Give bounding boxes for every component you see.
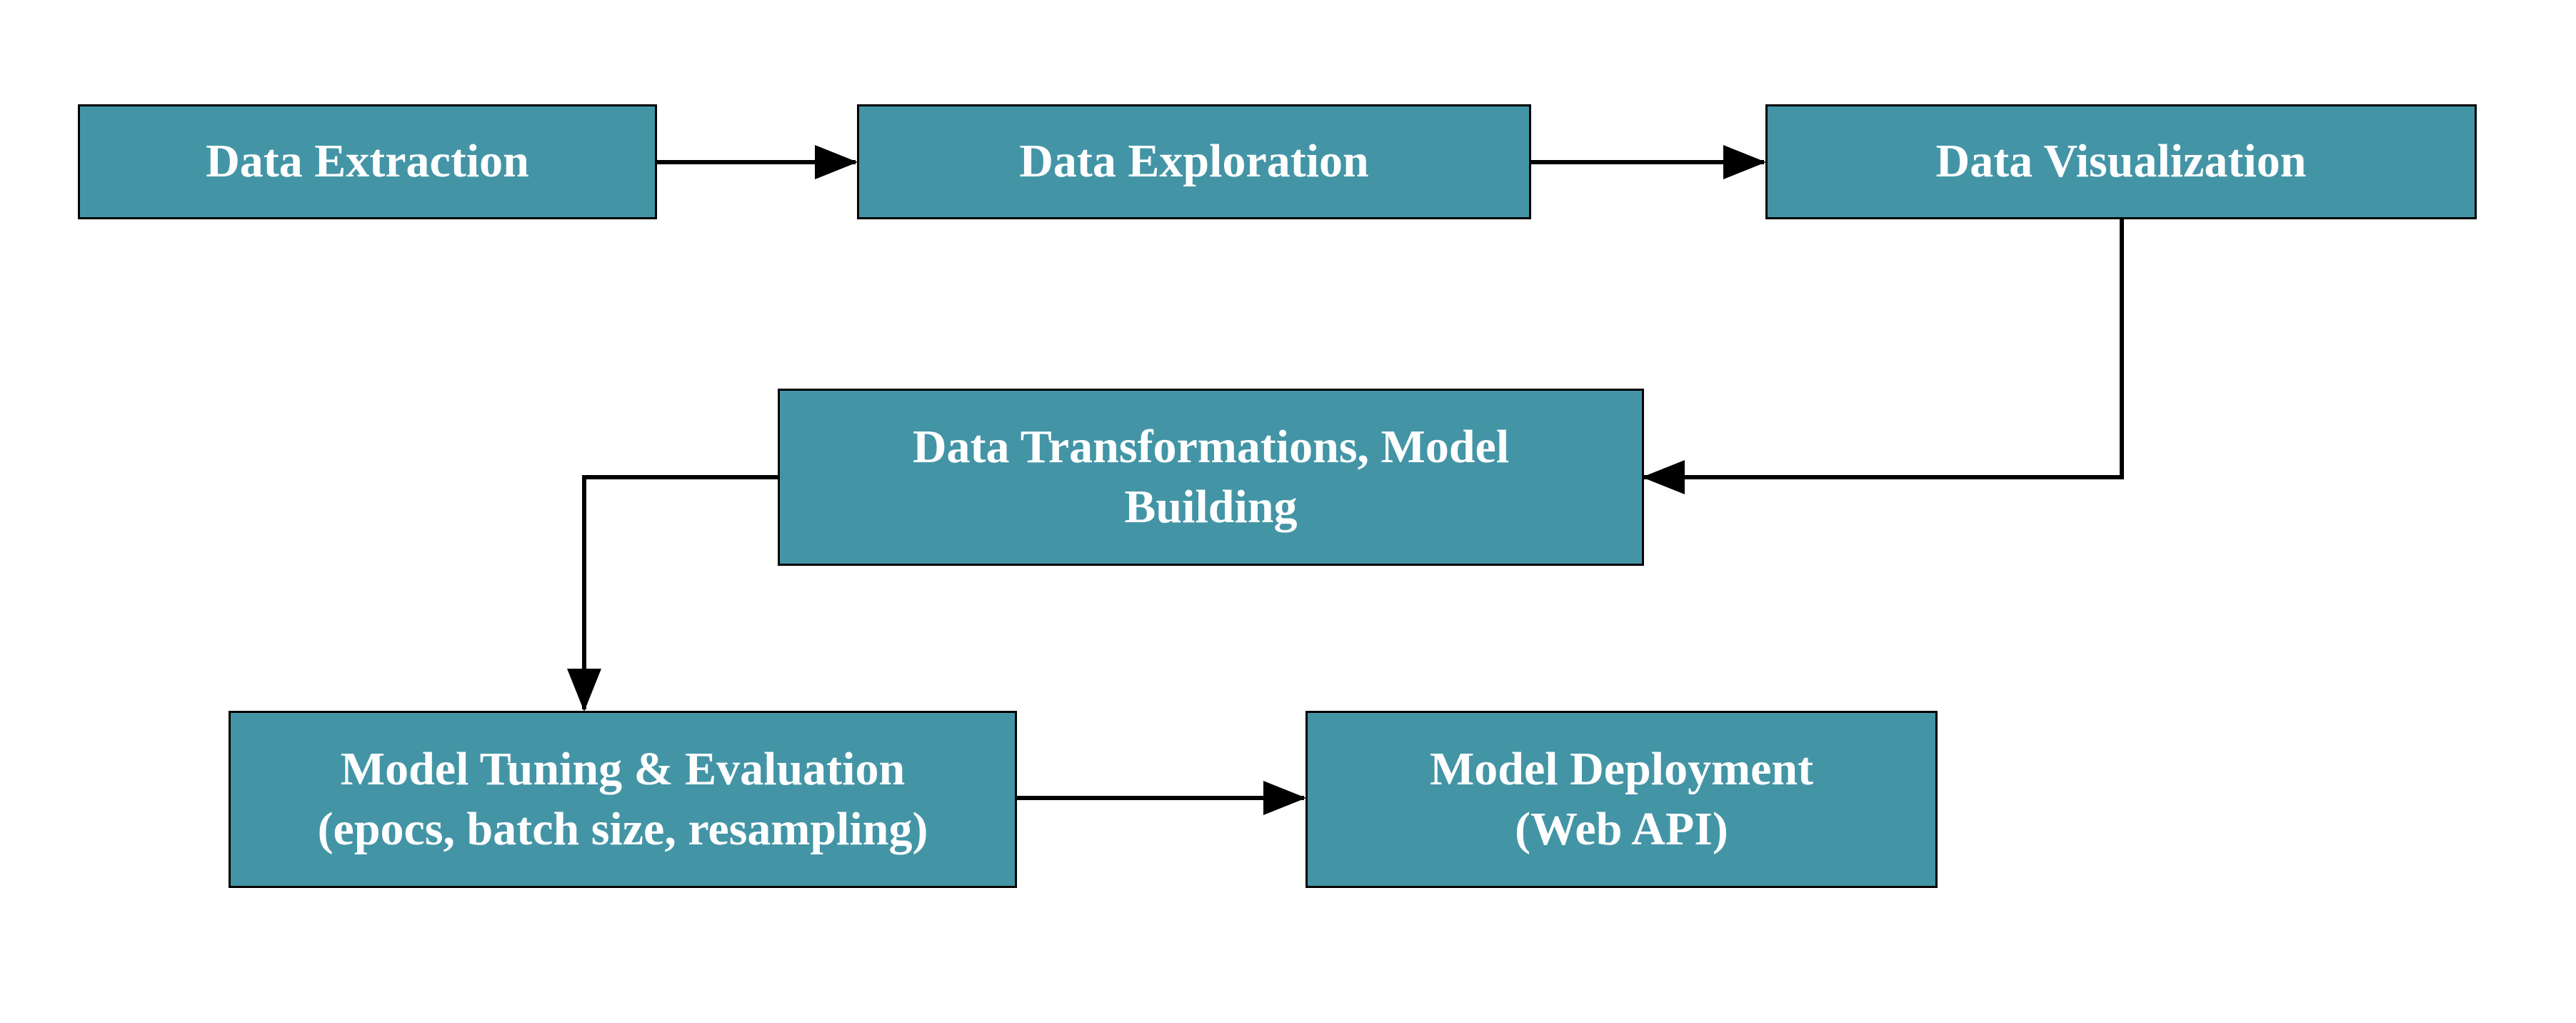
node-label-data-exploration: Data Exploration: [1019, 135, 1369, 188]
node-model-tuning: Model Tuning & Evaluation (epocs, batch …: [229, 711, 1017, 888]
node-data-extraction: Data Extraction: [78, 104, 657, 219]
node-data-transformations: Data Transformations, Model Building: [778, 389, 1644, 566]
node-model-deployment: Model Deployment (Web API): [1305, 711, 1938, 888]
edge-transformations-to-tuning: [567, 475, 778, 712]
node-label-model-deployment: Model Deployment (Web API): [1429, 742, 1814, 855]
node-label-data-visualization: Data Visualization: [1935, 135, 2307, 188]
edge-visualization-to-transformations: [1642, 219, 2124, 494]
node-label-model-tuning: Model Tuning & Evaluation (epocs, batch …: [317, 742, 928, 855]
node-data-visualization: Data Visualization: [1765, 104, 2477, 219]
node-label-data-extraction: Data Extraction: [206, 135, 529, 188]
node-data-exploration: Data Exploration: [857, 104, 1531, 219]
node-label-data-transformations: Data Transformations, Model Building: [912, 420, 1510, 533]
